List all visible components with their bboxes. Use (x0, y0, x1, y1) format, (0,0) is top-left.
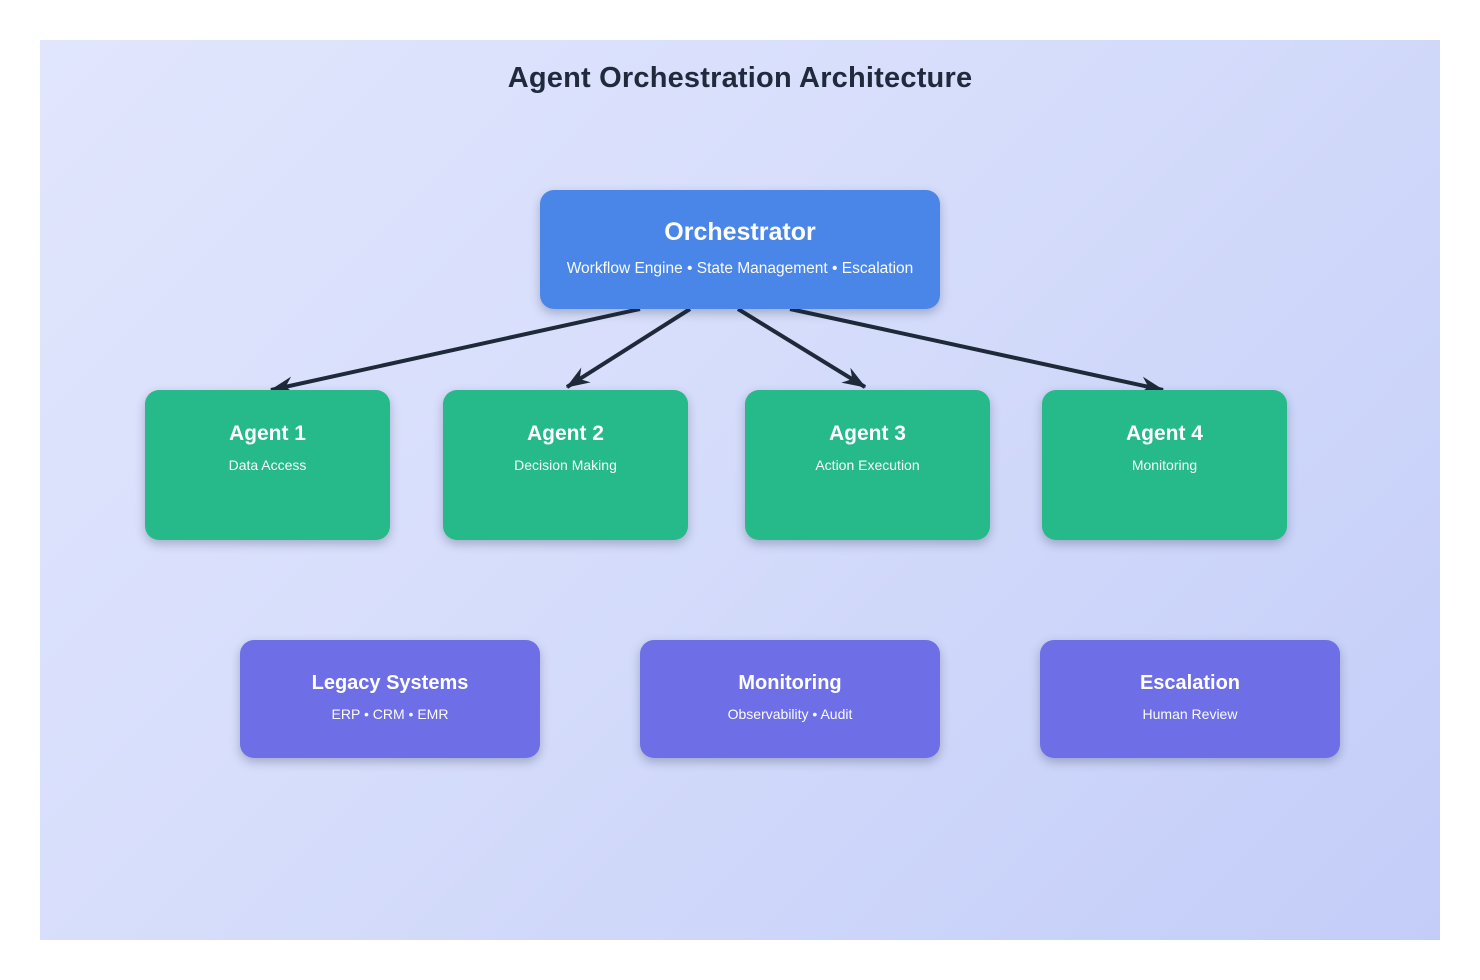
orchestrator-to-agent-3-arrow (736, 307, 867, 389)
agent-1-title: Agent 1 (228, 422, 306, 445)
escalation-node: Escalation Human Review (1040, 640, 1340, 758)
agent-1-subtitle: Data Access (228, 457, 307, 474)
diagram-canvas: Agent Orchestration Architecture Orchest… (40, 40, 1440, 940)
escalation-title: Escalation (1139, 672, 1241, 694)
agent-2-title: Agent 2 (526, 422, 604, 445)
diagram-title: Agent Orchestration Architecture (507, 62, 973, 94)
agent-4-node: Agent 4 Monitoring (1042, 390, 1287, 540)
legacy-systems-node: Legacy Systems ERP • CRM • EMR (240, 640, 540, 758)
agent-2-node: Agent 2 Decision Making (443, 390, 688, 540)
escalation-subtitle: Human Review (1142, 706, 1238, 722)
agent-4-subtitle: Monitoring (1131, 457, 1198, 474)
orchestrator-title: Orchestrator (664, 218, 816, 246)
agent-3-title: Agent 3 (828, 422, 906, 445)
orchestrator-to-agent-2-arrow (565, 307, 692, 389)
orchestrator-to-agent-1-arrow (269, 307, 641, 394)
monitoring-subtitle: Observability • Audit (727, 706, 853, 722)
agent-3-node: Agent 3 Action Execution (745, 390, 990, 540)
monitoring-node: Monitoring Observability • Audit (640, 640, 940, 758)
orchestrator-node: Orchestrator Workflow Engine • State Man… (540, 190, 940, 309)
legacy-systems-subtitle: ERP • CRM • EMR (331, 706, 449, 722)
orchestrator-to-agent-4-arrow (789, 307, 1165, 394)
legacy-systems-title: Legacy Systems (311, 672, 469, 694)
agent-1-node: Agent 1 Data Access (145, 390, 390, 540)
agent-3-subtitle: Action Execution (815, 457, 920, 474)
agent-4-title: Agent 4 (1125, 422, 1203, 445)
agent-2-subtitle: Decision Making (514, 457, 617, 474)
orchestrator-subtitle: Workflow Engine • State Management • Esc… (566, 260, 914, 277)
monitoring-title: Monitoring (738, 672, 842, 694)
